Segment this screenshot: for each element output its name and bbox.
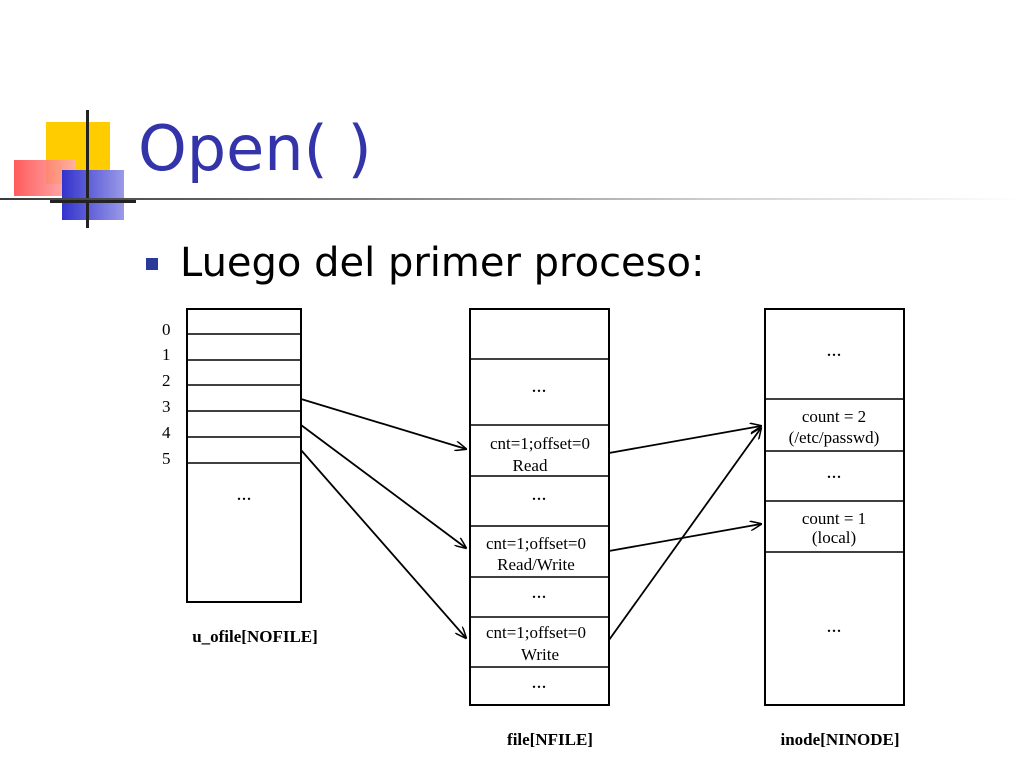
- file-label: file[NFILE]: [507, 730, 593, 749]
- file-entry-line2: Read/Write: [497, 555, 575, 574]
- file-entry-line1: cnt=1;offset=0: [486, 623, 586, 642]
- file-entry-line1: cnt=1;offset=0: [486, 534, 586, 553]
- arrow-ufile3-to-file0: [300, 398, 466, 449]
- file-border: [469, 308, 610, 706]
- logo-blue-square: [62, 170, 124, 220]
- file-entry-line2: Read: [513, 456, 548, 475]
- inode-ellipsis: ...: [827, 615, 842, 637]
- bullet-text: Luego del primer proceso:: [180, 240, 705, 286]
- arrow-ufile4-to-file1: [300, 424, 466, 548]
- file-entry-line1: cnt=1;offset=0: [490, 434, 590, 453]
- pointer-arrows: [300, 398, 761, 641]
- u-ofile-index: 5: [162, 449, 171, 468]
- file-ellipsis: ...: [532, 581, 547, 603]
- page-title: Open( ): [138, 112, 372, 185]
- u-ofile-index: 1: [162, 345, 171, 364]
- inode-entry-line2: (local): [812, 528, 856, 547]
- arrow-file1-to-inode1: [608, 524, 761, 552]
- file-ellipsis: ...: [532, 483, 547, 505]
- u-ofile-index: 2: [162, 371, 171, 390]
- inode-ellipsis: ...: [827, 339, 842, 361]
- inode-border: [764, 308, 905, 706]
- file-entry-line2: Write: [521, 645, 559, 664]
- u-ofile-table: 0 1 2 3 4 5 ... u_ofile[NOFILE]: [162, 308, 318, 646]
- u-ofile-index: 0: [162, 320, 171, 339]
- bullet-marker: [146, 258, 158, 270]
- logo-horizontal-line: [50, 200, 136, 203]
- u-ofile-label: u_ofile[NOFILE]: [192, 627, 318, 646]
- u-ofile-index: 4: [162, 423, 171, 442]
- file-table: ... cnt=1;offset=0 Read ... cnt=1;offset…: [469, 308, 610, 749]
- u-ofile-ellipsis: ...: [237, 483, 252, 505]
- inode-entry-line1: count = 2: [802, 407, 866, 426]
- file-ellipsis: ...: [532, 375, 547, 397]
- inode-table: ... count = 2 (/etc/passwd) ... count = …: [764, 308, 905, 749]
- inode-entry-line2: (/etc/passwd): [789, 428, 880, 447]
- file-ellipsis: ...: [532, 671, 547, 693]
- logo-vertical-line: [86, 110, 89, 228]
- inode-ellipsis: ...: [827, 461, 842, 483]
- arrow-file0-to-inode0: [608, 426, 761, 454]
- slide-logo: [0, 0, 140, 240]
- inode-label: inode[NINODE]: [780, 730, 899, 749]
- arrow-ufile5-to-file2: [300, 449, 466, 638]
- u-ofile-border: [186, 308, 302, 603]
- title-divider: [0, 198, 1024, 200]
- arrow-file2-to-inode0: [608, 428, 761, 641]
- inode-entry-line1: count = 1: [802, 509, 866, 528]
- u-ofile-index: 3: [162, 397, 171, 416]
